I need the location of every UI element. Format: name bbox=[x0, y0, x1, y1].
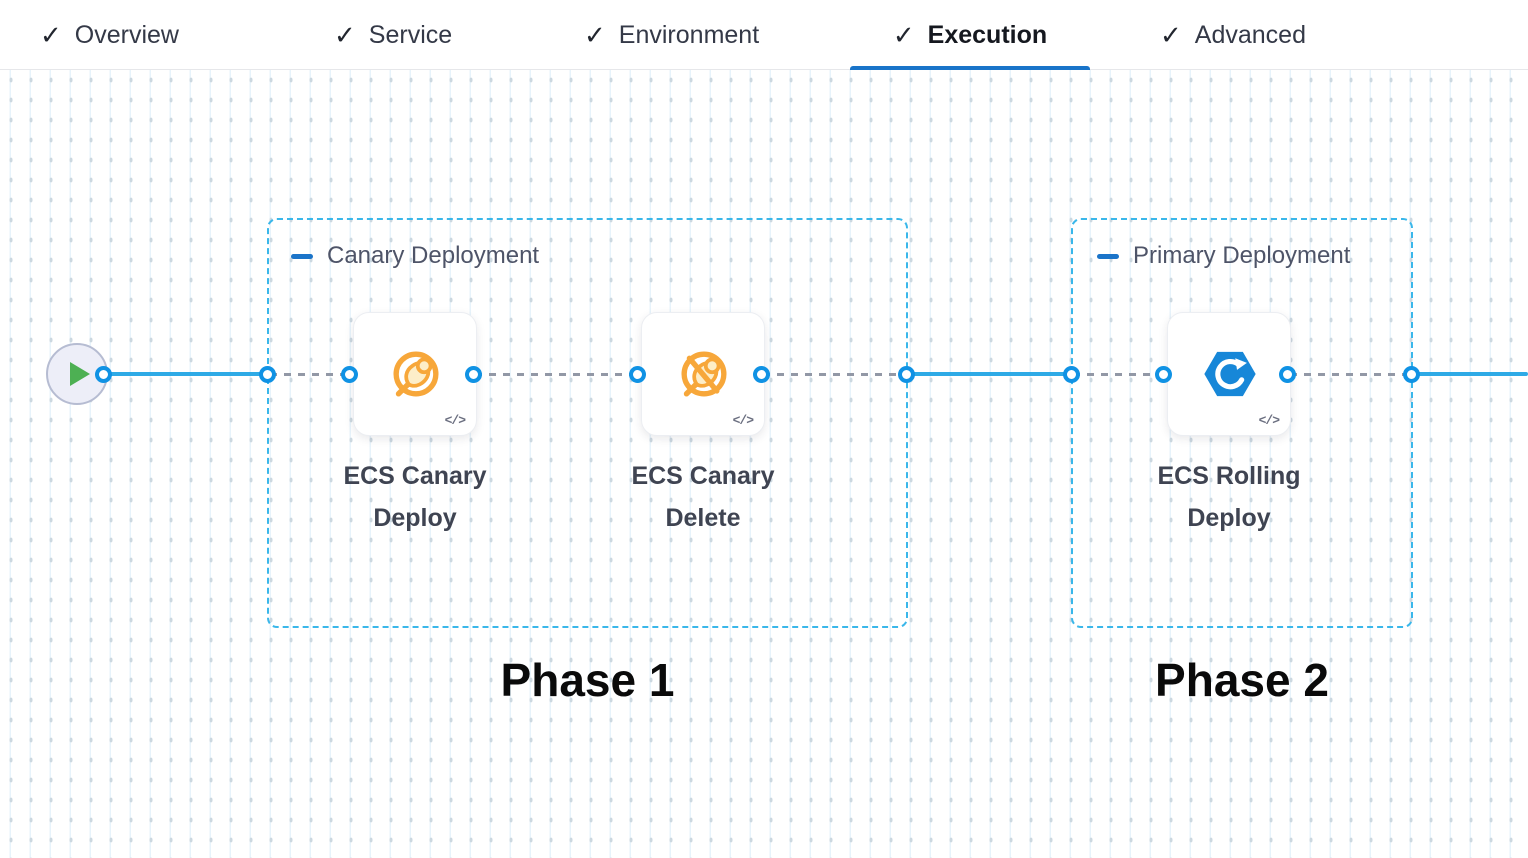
connector-solid bbox=[1409, 372, 1528, 376]
step-name-ecs-rolling-deploy: ECS Rolling Deploy bbox=[1157, 462, 1301, 532]
port[interactable] bbox=[465, 366, 482, 383]
play-icon bbox=[69, 362, 90, 386]
port[interactable] bbox=[259, 366, 276, 383]
code-icon: </> bbox=[1258, 413, 1280, 428]
check-icon: ✓ bbox=[892, 20, 915, 50]
port[interactable] bbox=[898, 366, 915, 383]
step-card-ecs-canary-delete[interactable]: </> bbox=[641, 312, 765, 436]
port[interactable] bbox=[753, 366, 770, 383]
connector-dashed bbox=[475, 373, 641, 376]
step-card-ecs-canary-deploy[interactable]: </> bbox=[353, 312, 477, 436]
connector-solid bbox=[100, 372, 270, 376]
port[interactable] bbox=[95, 366, 112, 383]
ecs-canary-deploy-icon bbox=[393, 351, 439, 397]
phase-header-canary: Canary Deployment bbox=[291, 242, 539, 270]
check-icon: ✓ bbox=[584, 20, 606, 50]
port[interactable] bbox=[1279, 366, 1296, 383]
port[interactable] bbox=[629, 366, 646, 383]
ecs-rolling-deploy-icon bbox=[1204, 351, 1256, 397]
code-icon: </> bbox=[732, 413, 754, 428]
tab-service[interactable]: ✓ Service bbox=[334, 0, 452, 70]
port[interactable] bbox=[1155, 366, 1172, 383]
tab-label: Advanced bbox=[1194, 20, 1306, 49]
phase-annotation-1: Phase 1 bbox=[500, 654, 675, 706]
port[interactable] bbox=[1403, 366, 1420, 383]
check-icon: ✓ bbox=[1160, 20, 1182, 50]
tab-overview[interactable]: ✓ Overview bbox=[40, 0, 179, 70]
connector-dashed bbox=[270, 373, 353, 376]
check-icon: ✓ bbox=[40, 20, 62, 50]
connector-dashed bbox=[1290, 373, 1413, 376]
phase-title: Primary Deployment bbox=[1133, 242, 1351, 269]
connector-dashed bbox=[763, 373, 910, 376]
phase-title: Canary Deployment bbox=[327, 242, 540, 269]
tab-execution[interactable]: ✓ Execution bbox=[850, 0, 1090, 70]
collapse-icon[interactable] bbox=[1097, 253, 1119, 259]
code-icon: </> bbox=[444, 413, 466, 428]
tab-environment[interactable]: ✓ Environment bbox=[584, 0, 759, 70]
phase-group-canary-deployment[interactable] bbox=[267, 218, 908, 628]
phase-group-primary-deployment[interactable] bbox=[1071, 218, 1413, 628]
config-tab-bar: ✓ Overview ✓ Service ✓ Environment ✓ Exe… bbox=[0, 0, 1528, 70]
connector-dashed bbox=[1073, 373, 1167, 376]
step-name-ecs-canary-delete: ECS Canary Delete bbox=[631, 462, 775, 532]
check-icon: ✓ bbox=[334, 20, 356, 50]
phase-annotation-2: Phase 2 bbox=[1155, 654, 1329, 706]
tab-label: Service bbox=[368, 20, 453, 49]
tab-label: Environment bbox=[618, 20, 760, 49]
step-card-ecs-rolling-deploy[interactable]: </> bbox=[1167, 312, 1291, 436]
tab-label: Overview bbox=[74, 20, 179, 49]
tab-label: Execution bbox=[927, 20, 1048, 49]
collapse-icon[interactable] bbox=[291, 253, 313, 259]
port[interactable] bbox=[1063, 366, 1080, 383]
step-name-ecs-canary-deploy: ECS Canary Deploy bbox=[343, 462, 487, 532]
ecs-canary-delete-icon bbox=[681, 351, 727, 397]
pipeline-canvas[interactable]: Canary Deployment Primary Deployment </>… bbox=[0, 70, 1528, 858]
tab-advanced[interactable]: ✓ Advanced bbox=[1160, 0, 1306, 70]
phase-header-primary: Primary Deployment bbox=[1097, 242, 1350, 270]
connector-solid bbox=[904, 372, 1074, 376]
port[interactable] bbox=[341, 366, 358, 383]
